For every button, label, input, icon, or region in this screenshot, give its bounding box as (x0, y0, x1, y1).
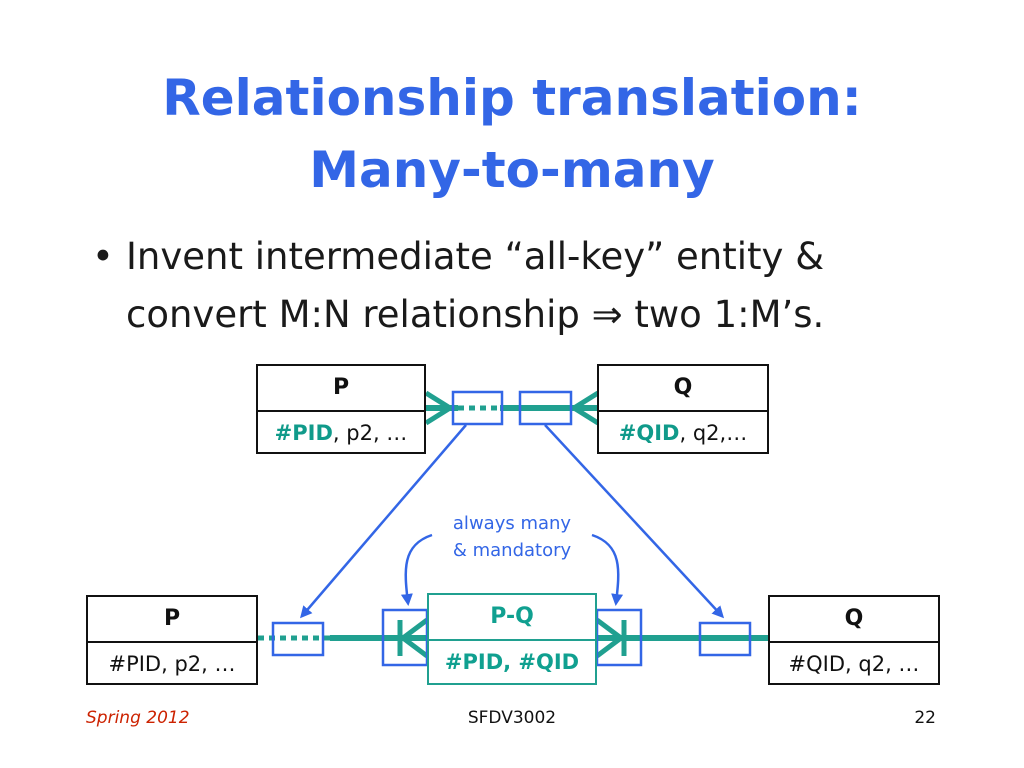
entity-header: Q (770, 597, 938, 643)
entity-header: P (88, 597, 256, 643)
intermediate-entity-pq: P-Q #PID, #QID (427, 593, 597, 685)
note-line-2: & mandatory (452, 540, 572, 561)
bottom-right-highlight (698, 621, 752, 657)
top-crowfoot-q (569, 390, 600, 426)
title-line-2: Many-to-many (309, 141, 715, 199)
bullet-point: • Invent intermediate “all-key” entity &… (92, 228, 972, 344)
top-crowfoot-p (424, 390, 455, 426)
footer-date: Spring 2012 (86, 708, 190, 728)
slide-title: Relationship translation: Many-to-many (0, 62, 1024, 206)
entity-key: #PID (274, 421, 333, 445)
footer-course: SFDV3002 (467, 708, 557, 728)
bullet-dot: • (92, 235, 114, 278)
entity-rest: , q2,… (679, 421, 748, 445)
title-line-1: Relationship translation: (162, 69, 862, 127)
entity-rest: , p2, … (332, 421, 408, 445)
footer-page-number: 22 (914, 708, 936, 728)
arrow-to-bottom-right (544, 424, 725, 619)
entity-attributes: #PID, p2, … (258, 412, 424, 454)
entity-header: Q (599, 366, 767, 412)
bottom-crowfoot-right (595, 618, 626, 658)
bottom-entity-p: P #PID, p2, … (86, 595, 258, 685)
arrow-to-mandatory-left (400, 533, 433, 606)
bottom-left-highlight (271, 621, 325, 657)
entity-attributes: #QID, q2, … (788, 652, 920, 676)
arrow-to-bottom-left (300, 424, 467, 619)
bottom-entity-q: Q #QID, q2, … (768, 595, 940, 685)
top-entity-p: P #PID, p2, … (256, 364, 426, 454)
top-right-highlight (518, 390, 573, 426)
entity-attributes: #PID, #QID (444, 650, 580, 674)
entity-header: P-Q (429, 595, 595, 641)
entity-attributes: #PID, p2, … (108, 652, 236, 676)
annotation-note: always many & mandatory (432, 510, 592, 564)
bottom-mandatory-right-highlight (595, 608, 643, 667)
bullet-line-1: Invent intermediate “all-key” entity & (126, 235, 825, 278)
bottom-crowfoot-left (398, 618, 429, 658)
bullet-line-2: convert M:N relationship ⇒ two 1:M’s. (126, 293, 825, 336)
entity-key: #QID (618, 421, 680, 445)
top-entity-q: Q #QID, q2,… (597, 364, 769, 454)
top-left-highlight (451, 390, 504, 426)
arrow-to-mandatory-right (591, 533, 624, 606)
entity-attributes: #QID, q2,… (599, 412, 767, 454)
note-line-1: always many (452, 513, 572, 534)
entity-header: P (258, 366, 424, 412)
